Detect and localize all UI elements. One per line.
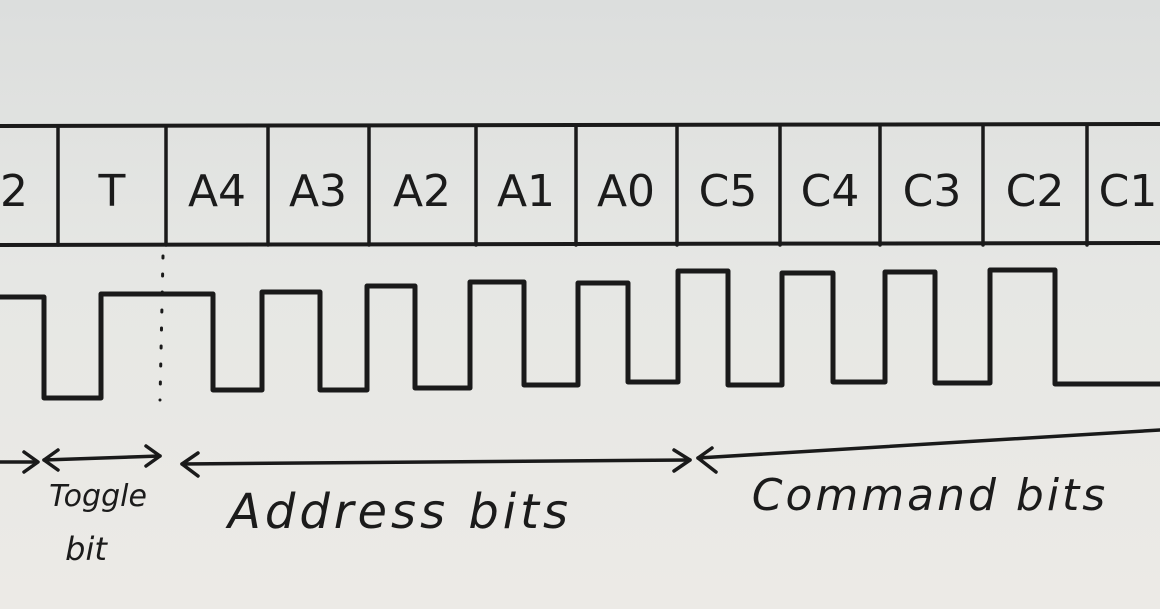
- cell-label: C2: [1006, 166, 1065, 217]
- bit-cell-frame: [0, 122, 1160, 247]
- address-bits-label: Address bits: [225, 484, 572, 540]
- toggle-arrow-left-head: [42, 448, 60, 472]
- manchester-waveform: [0, 267, 1160, 401]
- toggle-arrow-right-head: [144, 444, 162, 468]
- range-arrows: [0, 428, 1160, 478]
- toggle-arrow-line: [42, 454, 162, 462]
- range-labels: Toggle bit Address bits Command bits: [49, 470, 1108, 568]
- command-bits-label: Command bits: [752, 470, 1108, 521]
- cell-label: A4: [188, 166, 246, 217]
- toggle-bit-label-line2: bit: [65, 530, 108, 568]
- cell-label: A0: [597, 166, 655, 217]
- cell-label: A1: [497, 166, 555, 217]
- bit-labels: 2 T A4 A3 A2 A1 A0 C5 C4 C3 C2 C1: [0, 166, 1157, 217]
- command-arrow-line: [696, 428, 1160, 460]
- cell-label: C3: [903, 166, 962, 217]
- cell-label: T: [98, 166, 126, 217]
- cell-label: C4: [801, 166, 860, 217]
- frame-top-line: [0, 122, 1160, 128]
- cell-label: A2: [393, 166, 451, 217]
- frame-bottom-line: [0, 241, 1160, 247]
- command-arrow-left-head: [696, 446, 718, 474]
- address-arrow-line: [180, 458, 692, 466]
- cell-label: C5: [699, 166, 758, 217]
- cell-label: 2: [0, 166, 28, 217]
- cell-label: C1: [1099, 166, 1158, 217]
- address-arrow-left-head: [180, 451, 200, 478]
- toggle-boundary-dots: [158, 254, 165, 402]
- cell-label: A3: [289, 166, 347, 217]
- address-arrow-right-head: [672, 448, 692, 473]
- toggle-bit-label-line1: Toggle: [49, 479, 147, 514]
- start-arrow-head: [22, 450, 40, 474]
